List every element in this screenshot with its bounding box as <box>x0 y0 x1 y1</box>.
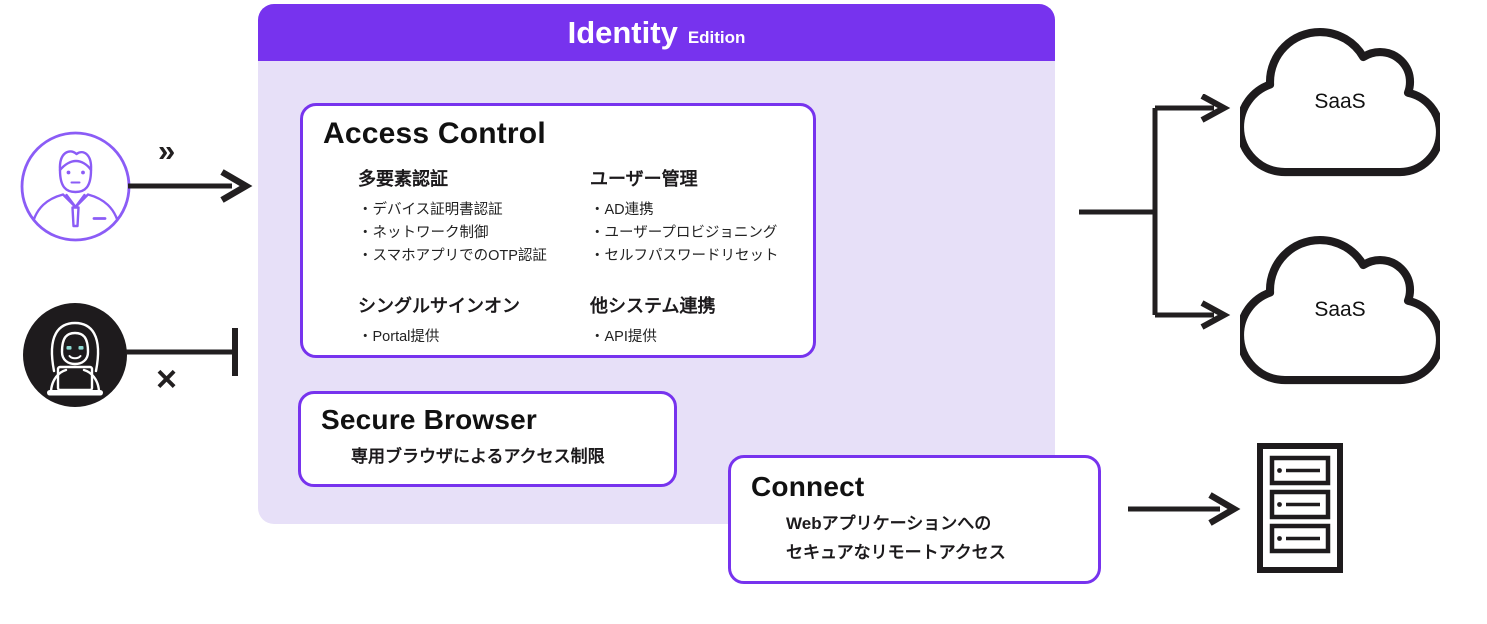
secure-browser-card: Secure Browser 専用ブラウザによるアクセス制限 <box>298 391 677 487</box>
user-avatar-icon <box>20 131 131 242</box>
identity-edition-header: Identity Edition <box>258 4 1055 61</box>
feature-item: ・スマホアプリでのOTP認証 <box>358 248 547 264</box>
feature-group-mfa: 多要素認証 ・デバイス証明書認証 ・ネットワーク制御 ・スマホアプリでのOTP認… <box>358 165 590 268</box>
access-control-feature-grid: 多要素認証 ・デバイス証明書認証 ・ネットワーク制御 ・スマホアプリでのOTP認… <box>358 165 793 349</box>
secure-browser-title: Secure Browser <box>321 404 538 435</box>
feature-group-user-management: ユーザー管理 ・AD連携 ・ユーザープロビジョニング ・セルフパスワードリセット <box>590 165 793 268</box>
product-title: Identity <box>567 15 678 50</box>
feature-item: ・ユーザープロビジョニング <box>590 225 778 241</box>
saas-branch-connector <box>1079 94 1231 330</box>
connect-title: Connect <box>751 471 865 502</box>
connect-description-line: セキュアなリモートアクセス <box>786 543 1006 562</box>
blocked-cross-icon: × <box>156 358 178 399</box>
cloud-icon <box>1240 235 1440 385</box>
access-control-title: Access Control <box>323 117 546 150</box>
secure-browser-description: 専用ブラウザによるアクセス制限 <box>351 447 605 466</box>
server-icon <box>1257 443 1343 573</box>
hacker-icon <box>23 303 127 407</box>
feature-item: ・デバイス証明書認証 <box>358 202 503 218</box>
product-edition-label: Edition <box>687 28 746 47</box>
connect-card: Connect Webアプリケーションへの セキュアなリモートアクセス <box>728 455 1101 584</box>
feature-group-heading: シングルサインオン <box>358 296 520 316</box>
user-access-arrow <box>128 169 253 203</box>
saas-label: SaaS <box>1314 90 1366 113</box>
feature-group-heading: 多要素認証 <box>358 169 448 189</box>
feature-item: ・Portal提供 <box>358 329 440 345</box>
feature-group-sso: シングルサインオン ・Portal提供 <box>358 292 590 349</box>
feature-item: ・ネットワーク制御 <box>358 225 489 241</box>
feature-item: ・AD連携 <box>590 202 654 218</box>
feature-item: ・セルフパスワードリセット <box>590 248 779 264</box>
feature-group-integration: 他システム連携 ・API提供 <box>590 292 793 349</box>
connect-server-arrow <box>1128 492 1241 526</box>
feature-item: ・API提供 <box>590 329 657 345</box>
access-control-card: Access Control 多要素認証 ・デバイス証明書認証 ・ネットワーク制… <box>300 103 816 358</box>
blocked-connector <box>126 328 238 376</box>
fast-forward-icon: » <box>158 133 175 168</box>
connect-description-line: Webアプリケーションへの <box>786 514 992 533</box>
feature-group-heading: 他システム連携 <box>590 296 716 316</box>
feature-group-heading: ユーザー管理 <box>590 169 698 189</box>
cloud-icon <box>1240 27 1440 177</box>
saas-label: SaaS <box>1314 298 1366 321</box>
